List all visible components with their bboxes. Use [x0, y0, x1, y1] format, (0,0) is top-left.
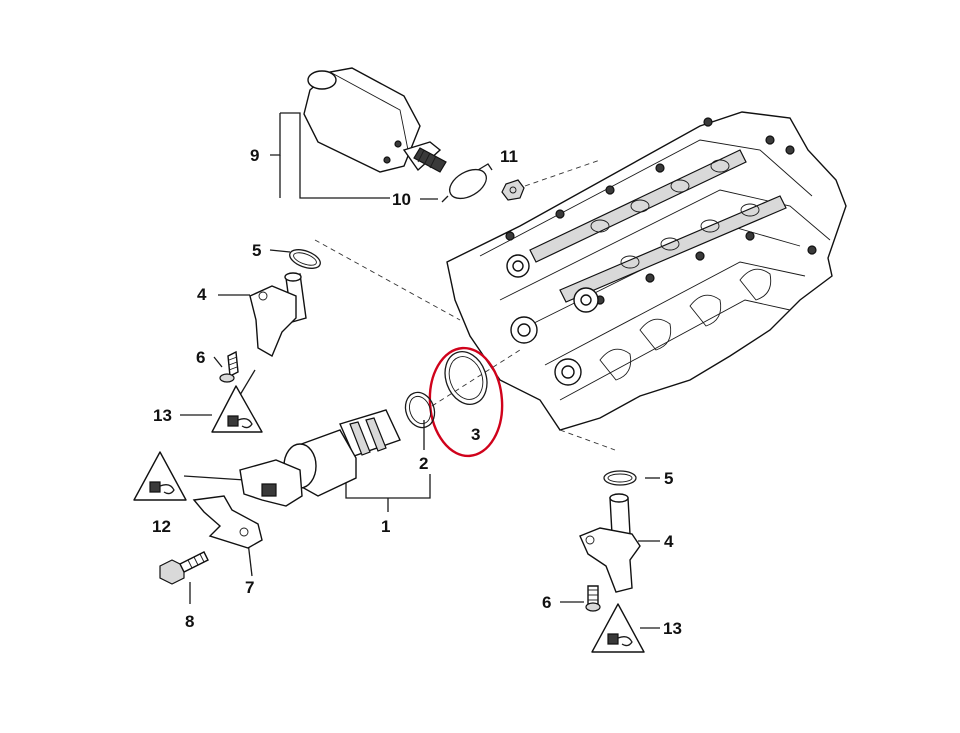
camshaft-sensor-lower	[579, 493, 641, 593]
callout-6-upper: 6	[196, 348, 205, 367]
cylinder-head	[446, 111, 847, 431]
camshaft-sensor-upper	[249, 272, 307, 358]
callout-2: 2	[419, 454, 428, 473]
callout-1: 1	[381, 517, 390, 536]
callout-10: 10	[392, 190, 411, 209]
callout-7: 7	[245, 578, 254, 597]
callout-13-lower: 13	[663, 619, 682, 638]
callout-12: 12	[152, 517, 171, 536]
o-ring-lower	[603, 470, 637, 486]
hose-clamp	[441, 163, 493, 203]
callout-5-upper: 5	[252, 241, 261, 260]
callout-4-upper: 4	[197, 285, 207, 304]
bolt-lower-sensor	[585, 585, 601, 612]
callout-11: 11	[500, 147, 518, 166]
callout-8: 8	[185, 612, 194, 631]
actuator-motor	[303, 67, 447, 173]
nut	[501, 179, 525, 201]
bracket	[192, 495, 263, 549]
seal-ring	[444, 351, 488, 405]
callout-6-lower: 6	[542, 593, 551, 612]
callout-4-lower: 4	[664, 532, 674, 551]
highlight-circle	[428, 346, 504, 458]
o-ring-solenoid	[404, 391, 436, 429]
callout-13-upper: 13	[153, 406, 172, 425]
bolt-upper	[219, 350, 239, 383]
callout-labels: 9 11 10 5 4 6 13 3 2 1 12 7 8 5 4 6 13	[152, 146, 682, 638]
o-ring-upper	[289, 249, 321, 269]
connector-plug-warning-icon-13	[591, 603, 645, 653]
callout-5-lower: 5	[664, 469, 673, 488]
connector-plug-warning-icon-12	[133, 451, 187, 501]
callout-9: 9	[250, 146, 259, 165]
vanos-solenoid	[239, 409, 401, 507]
connector-plug-warning-icon	[211, 385, 263, 433]
callout-3: 3	[471, 425, 480, 444]
bolt-lower	[159, 551, 209, 585]
leader-lines	[180, 112, 660, 629]
